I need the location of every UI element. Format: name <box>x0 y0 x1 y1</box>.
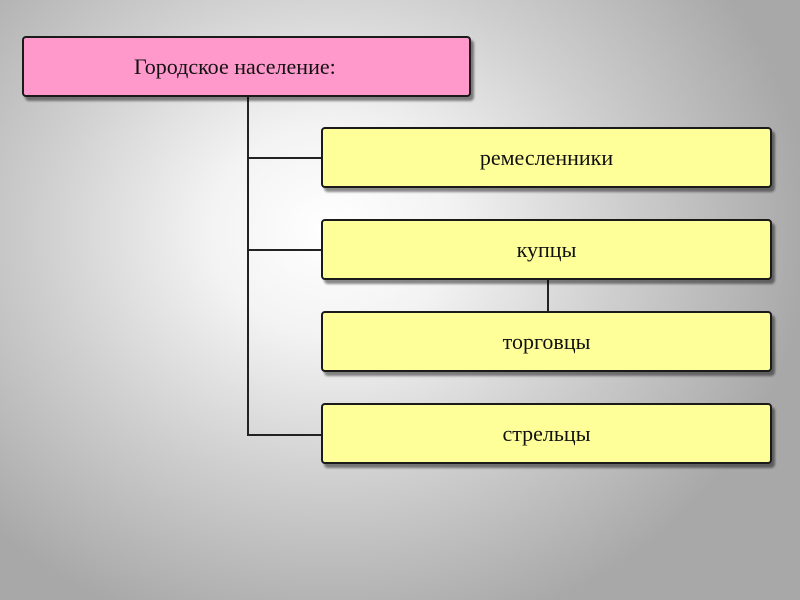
craftsmen-label: ремесленники <box>479 144 614 170</box>
craftsmen-box: ремесленники <box>321 127 772 188</box>
streltsy-label: стрельцы <box>502 420 591 446</box>
merchants-box: купцы <box>321 219 772 280</box>
traders-box: торговцы <box>321 311 772 372</box>
traders-label: торговцы <box>502 328 591 354</box>
urban-population-root-box: Городское население: <box>22 36 471 97</box>
merchants-label: купцы <box>516 236 577 262</box>
urban-population-root-label: Городское население: <box>134 53 336 79</box>
streltsy-box: стрельцы <box>321 403 772 464</box>
